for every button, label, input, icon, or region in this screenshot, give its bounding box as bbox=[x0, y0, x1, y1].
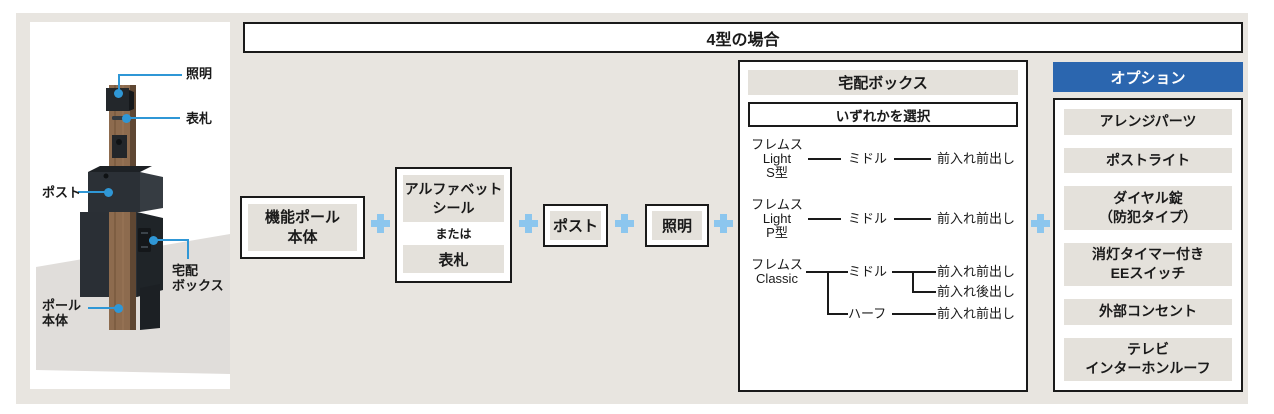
delivery-box-leg bbox=[140, 284, 160, 330]
callout-dot-delivery bbox=[149, 236, 158, 245]
option-item: ダイヤル錠 （防犯タイプ） bbox=[1064, 186, 1232, 230]
callout-line-light bbox=[118, 74, 182, 76]
tree-line bbox=[808, 158, 841, 160]
product-illustration bbox=[36, 85, 230, 374]
callout-line-nameplate bbox=[127, 117, 180, 119]
callout-dot-nameplate bbox=[122, 114, 131, 123]
plus-icon bbox=[1031, 214, 1050, 233]
tree-line bbox=[827, 271, 848, 273]
tree-line bbox=[912, 271, 914, 293]
option-item: 消灯タイマー付き EEスイッチ bbox=[1064, 242, 1232, 286]
delivery-branch-access: 前入れ前出し bbox=[937, 306, 1016, 321]
delivery-row-name: フレムス Classic bbox=[751, 257, 803, 286]
options-header-text: オプション bbox=[1110, 69, 1186, 87]
post-knob bbox=[103, 173, 109, 179]
callout-line-light-v bbox=[118, 74, 120, 94]
intercom-shape bbox=[112, 135, 127, 158]
tree-line bbox=[827, 313, 848, 315]
lamp-shape bbox=[106, 88, 129, 111]
post-label: ポスト bbox=[550, 211, 601, 240]
plus-icon bbox=[371, 214, 390, 233]
plus-icon bbox=[519, 214, 538, 233]
or-label: または bbox=[435, 227, 472, 241]
post-box-top bbox=[88, 166, 152, 172]
delivery-section-title: 宅配ボックス bbox=[748, 70, 1018, 95]
light-box: 照明 bbox=[645, 204, 709, 247]
option-item: 外部コンセント bbox=[1064, 299, 1232, 325]
photo-label-pole: ポール 本体 bbox=[42, 298, 82, 329]
tree-line bbox=[892, 313, 936, 315]
delivery-row-name: フレムス Light P型 bbox=[751, 197, 803, 240]
delivery-row-name: フレムス Light S型 bbox=[751, 137, 803, 180]
tree-line bbox=[894, 218, 931, 220]
photo-label-nameplate: 表札 bbox=[186, 111, 213, 126]
section-title-text: 4型の場合 bbox=[706, 31, 780, 49]
option-item: アレンジパーツ bbox=[1064, 109, 1232, 135]
option-item: ポストライト bbox=[1064, 147, 1232, 174]
delivery-row-access: 前入れ前出し bbox=[937, 151, 1016, 166]
post-box-side bbox=[140, 172, 163, 212]
product-photo-panel: 照明 表札 ポスト 宅配 ボックス ポール 本体 bbox=[30, 22, 230, 389]
delivery-row-size: ミドル bbox=[848, 151, 888, 166]
post-box: ポスト bbox=[543, 204, 608, 247]
delivery-branch-size: ハーフ bbox=[848, 306, 887, 321]
delivery-branch-access: 前入れ前出し bbox=[937, 264, 1016, 279]
options-header: オプション bbox=[1053, 62, 1243, 92]
option-item: テレビ インターホンルーフ bbox=[1064, 337, 1232, 381]
tree-line bbox=[912, 271, 936, 273]
main-unit-label: 機能ポール 本体 bbox=[248, 204, 357, 251]
callout-dot-light bbox=[114, 89, 123, 98]
delivery-branch-access: 前入れ後出し bbox=[937, 284, 1016, 299]
photo-label-light: 照明 bbox=[186, 66, 213, 81]
tree-line bbox=[806, 271, 827, 273]
delivery-section-box: 宅配ボックス いずれかを選択 フレムス Light S型 ミドル 前入れ前出し … bbox=[738, 60, 1028, 392]
photo-label-post: ポスト bbox=[42, 185, 82, 200]
alphabet-seal-box: アルファベット シール または 表札 bbox=[395, 167, 512, 283]
nameplate-shape bbox=[112, 116, 125, 120]
plus-icon bbox=[714, 214, 733, 233]
main-unit-box: 機能ポール 本体 bbox=[240, 196, 365, 259]
light-label: 照明 bbox=[652, 211, 702, 240]
callout-line-delivery bbox=[153, 239, 189, 241]
tree-line bbox=[892, 271, 912, 273]
delivery-select-note: いずれかを選択 bbox=[748, 102, 1018, 127]
tree-line bbox=[894, 158, 931, 160]
callout-dot-post bbox=[104, 188, 113, 197]
callout-line-delivery-v bbox=[187, 239, 189, 259]
tree-line bbox=[827, 271, 829, 315]
section-title: 4型の場合 bbox=[243, 22, 1243, 53]
alphabet-seal-label: アルファベット シール bbox=[403, 175, 504, 222]
callout-dot-pole bbox=[114, 304, 123, 313]
tree-line bbox=[912, 291, 936, 293]
delivery-branch-size: ミドル bbox=[848, 264, 888, 279]
delivery-row-access: 前入れ前出し bbox=[937, 211, 1016, 226]
delivery-row-size: ミドル bbox=[848, 211, 888, 226]
tree-line bbox=[808, 218, 841, 220]
nameplate-option-label: 表札 bbox=[403, 245, 504, 273]
plus-icon bbox=[615, 214, 634, 233]
photo-label-delivery: 宅配 ボックス bbox=[172, 263, 224, 294]
callout-line-pole bbox=[88, 307, 118, 309]
callout-line-post bbox=[78, 191, 108, 193]
options-list-box: アレンジパーツ ポストライト ダイヤル錠 （防犯タイプ） 消灯タイマー付き EE… bbox=[1053, 98, 1243, 392]
